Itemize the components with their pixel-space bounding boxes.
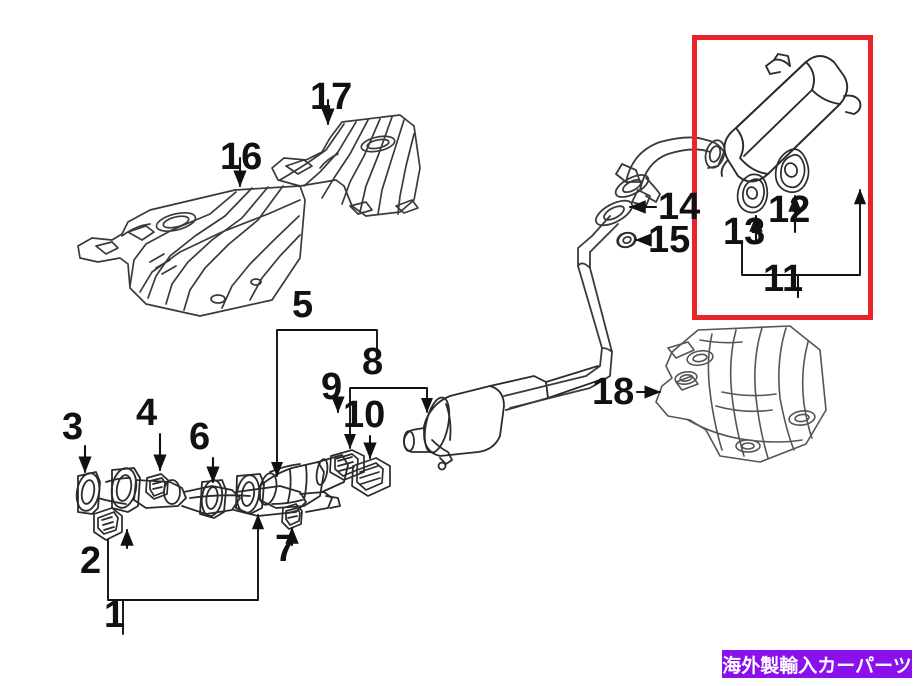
- heat-shield-rear: [655, 325, 827, 463]
- callout-1: 1: [104, 594, 126, 636]
- red-highlight-rectangle: [692, 35, 873, 320]
- center-muffler: [403, 365, 601, 471]
- callout-5: 5: [292, 284, 314, 326]
- callout-6: 6: [189, 416, 211, 458]
- callout-18: 18: [592, 371, 635, 413]
- callout-13: 13: [723, 211, 766, 253]
- callout-leader-lines: [78, 98, 867, 635]
- callout-15: 15: [648, 219, 691, 261]
- callout-11: 11: [763, 258, 804, 300]
- callout-12: 12: [768, 189, 811, 231]
- callout-7: 7: [275, 528, 297, 570]
- watermark-banner: 海外製輸入カーパーツ: [722, 650, 912, 678]
- callout-4: 4: [136, 392, 158, 434]
- callout-16: 16: [220, 136, 263, 178]
- heat-shield-front: [77, 185, 306, 317]
- heat-shield-center: [271, 114, 421, 217]
- callout-3: 3: [62, 406, 84, 448]
- callout-14: 14: [658, 186, 701, 228]
- callout-9: 9: [321, 366, 343, 408]
- callout-17: 17: [310, 76, 353, 118]
- rear-muffler: [720, 53, 862, 183]
- callout-10: 10: [343, 394, 386, 436]
- callout-8: 8: [362, 341, 384, 383]
- callout-2: 2: [80, 540, 102, 582]
- muffler-hanger-rubber-upper: [774, 148, 810, 194]
- exhaust-mounting-nuts: [93, 231, 636, 541]
- muffler-hanger-rubber-lower: [736, 173, 769, 214]
